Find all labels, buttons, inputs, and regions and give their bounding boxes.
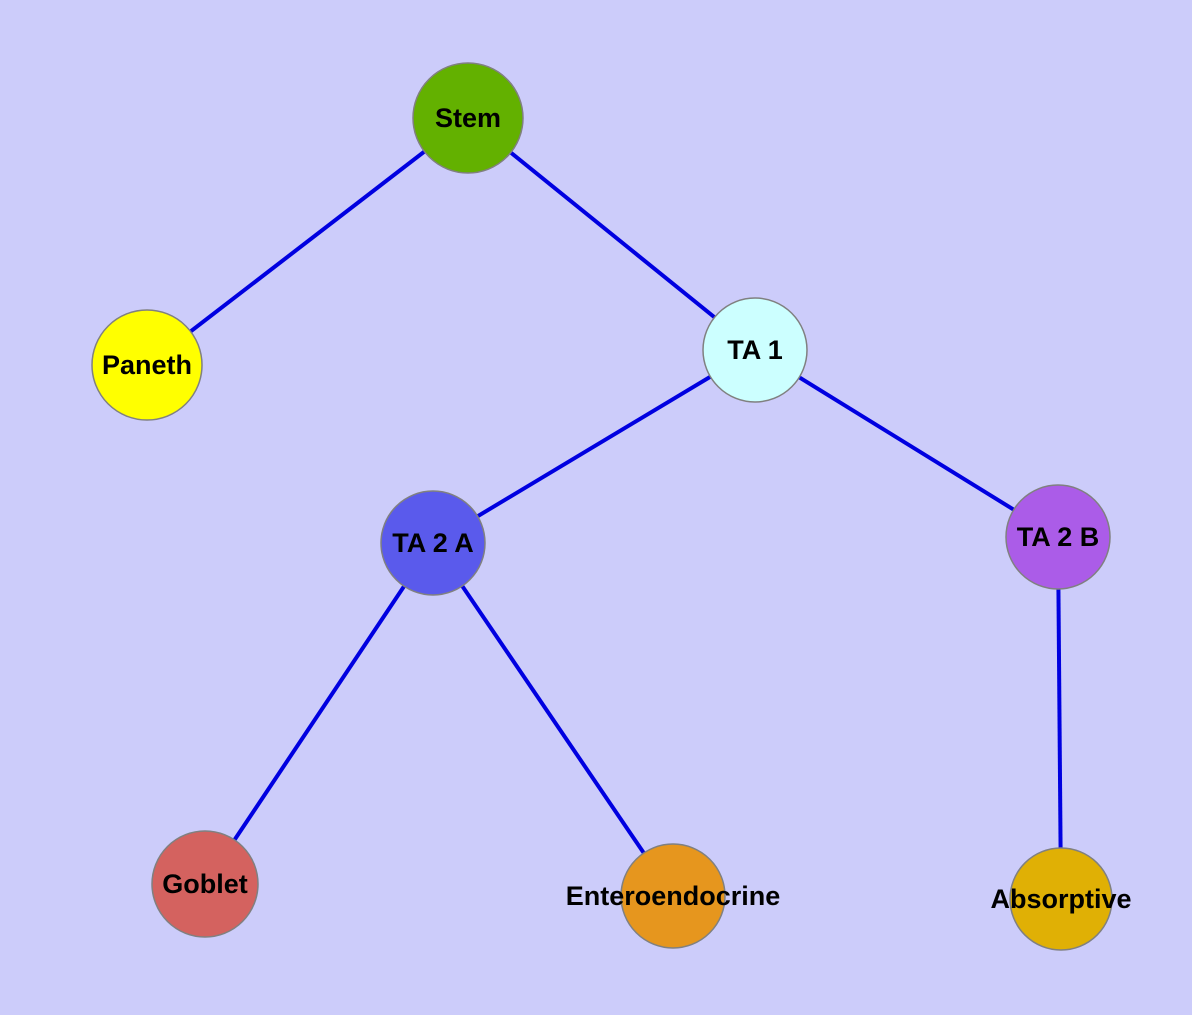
node-paneth: Paneth bbox=[91, 309, 203, 421]
edge-ta-2-a-to-enteroendocrine bbox=[431, 541, 675, 898]
node-ta-2-b: TA 2 B bbox=[1005, 484, 1111, 590]
node-enteroendocrine: Enteroendocrine bbox=[566, 843, 781, 949]
edge-ta-1-to-ta-2-b bbox=[753, 348, 1060, 539]
edge-ta-1-to-ta-2-a bbox=[431, 348, 757, 545]
node-stem: Stem bbox=[412, 62, 524, 174]
node-absorptive: Absorptive bbox=[990, 847, 1132, 951]
node-label-ta-2-a: TA 2 A bbox=[392, 528, 474, 558]
node-label-ta-1: TA 1 bbox=[727, 335, 783, 365]
node-circle-absorptive bbox=[1009, 847, 1113, 951]
node-label-stem: Stem bbox=[435, 103, 501, 133]
edge-ta-2-a-to-goblet bbox=[203, 541, 435, 886]
node-label-goblet: Goblet bbox=[162, 869, 248, 899]
edge-stem-to-paneth bbox=[145, 116, 470, 367]
node-circle-ta-2-a bbox=[380, 490, 486, 596]
node-label-absorptive: Absorptive bbox=[990, 884, 1131, 914]
node-circle-stem bbox=[412, 62, 524, 174]
node-circle-enteroendocrine bbox=[620, 843, 726, 949]
node-circle-paneth bbox=[91, 309, 203, 421]
node-label-paneth: Paneth bbox=[102, 350, 192, 380]
node-label-enteroendocrine: Enteroendocrine bbox=[566, 881, 781, 911]
node-circle-ta-2-b bbox=[1005, 484, 1111, 590]
node-circle-goblet bbox=[151, 830, 259, 938]
node-label-ta-2-b: TA 2 B bbox=[1017, 522, 1100, 552]
node-circle-ta-1 bbox=[702, 297, 808, 403]
node-ta-1: TA 1 bbox=[702, 297, 808, 403]
edge-stem-to-ta-1 bbox=[466, 116, 757, 352]
node-ta-2-a: TA 2 A bbox=[380, 490, 486, 596]
node-goblet: Goblet bbox=[151, 830, 259, 938]
edge-ta-2-b-to-absorptive bbox=[1056, 536, 1063, 900]
edge-layer bbox=[145, 116, 1063, 900]
